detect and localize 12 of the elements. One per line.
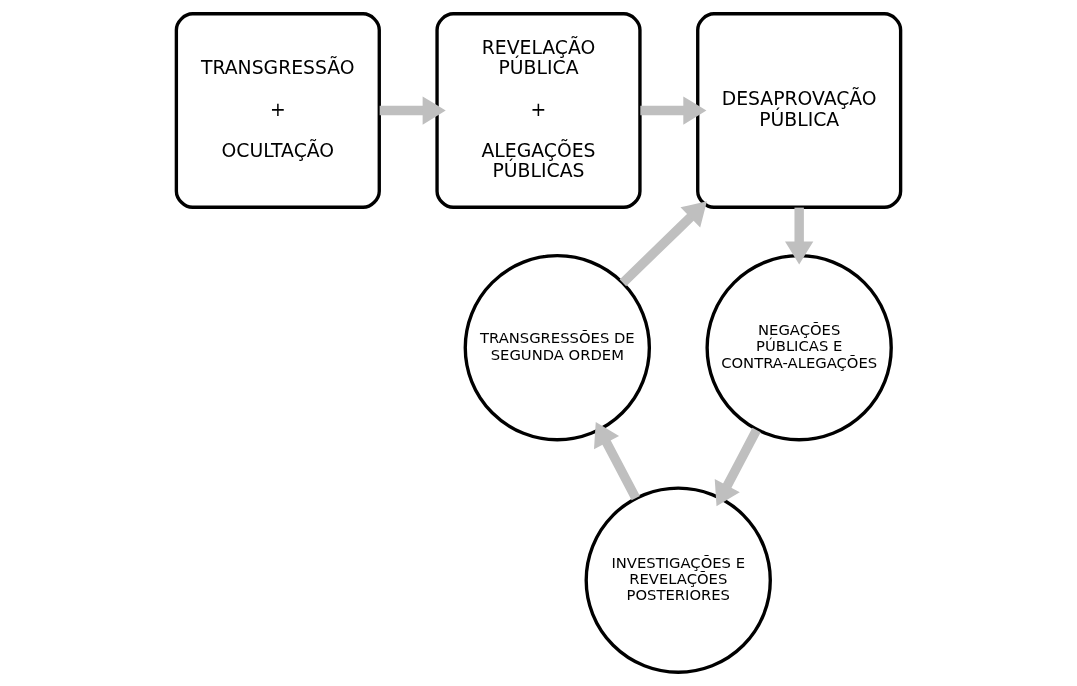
node-box: TRANSGRESSÃO + OCULTAÇÃO: [174, 12, 381, 209]
arrow: [594, 422, 640, 501]
node-box: DESAPROVAÇÃO PÚBLICA: [696, 12, 903, 209]
arrow: [619, 201, 707, 287]
arrow: [379, 96, 446, 125]
arrow: [714, 427, 761, 507]
node-circle: NEGAÇÕES PÚBLICAS E CONTRA-ALEGAÇÕES: [705, 254, 893, 442]
arrow: [640, 96, 707, 125]
node-box: REVELAÇÃO PÚBLICA + ALEGAÇÕES PÚBLICAS: [435, 12, 642, 209]
node-circle: TRANSGRESSÕES DE SEGUNDA ORDEM: [463, 254, 652, 442]
node-circle: INVESTIGAÇÕES E REVELAÇÕES POSTERIORES: [584, 486, 772, 674]
arrow: [785, 207, 814, 265]
